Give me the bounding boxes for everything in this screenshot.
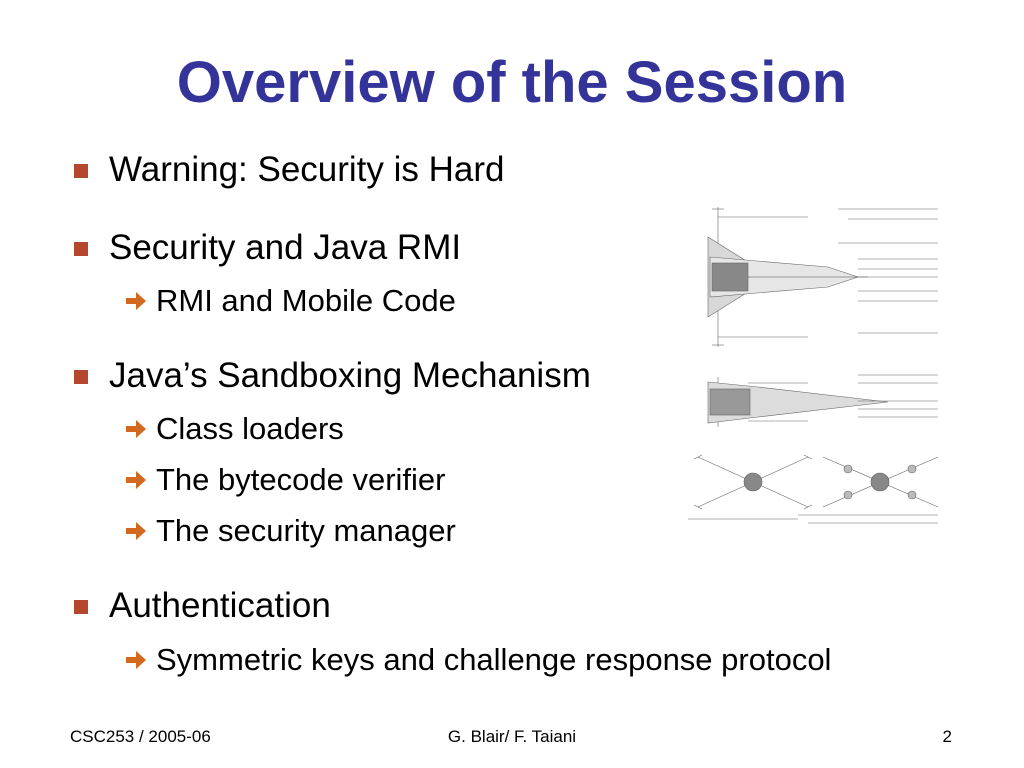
arrow-right-icon [126,522,146,540]
footer-authors: G. Blair/ F. Taiani [447,727,577,746]
footer-course: CSC253 / 2005-06 [70,727,211,746]
bullet-text: Warning: Security is Hard [109,150,505,189]
bullet-text: Java’s Sandboxing Mechanism [109,356,591,395]
spacecraft-schematic-image [688,197,944,527]
bullet-text: Security and Java RMI [109,228,462,267]
sub-bullet-text: The security manager [156,513,456,548]
sub-bullet-text: The bytecode verifier [156,462,446,497]
arrow-right-icon [126,651,146,669]
square-bullet-icon [74,242,88,256]
square-bullet-icon [74,164,88,178]
sub-bullet-text: Symmetric keys and challenge response pr… [156,642,832,677]
footer-page-number: 2 [942,727,952,746]
arrow-right-icon [126,292,146,310]
sub-bullet-text: Class loaders [156,411,344,446]
arrow-right-icon [126,420,146,438]
arrow-right-icon [126,471,146,489]
bullet-text: Authentication [109,586,331,625]
slide-title: Overview of the Session [176,50,848,115]
square-bullet-icon [74,370,88,384]
square-bullet-icon [74,600,88,614]
sub-bullet-text: RMI and Mobile Code [156,283,456,318]
